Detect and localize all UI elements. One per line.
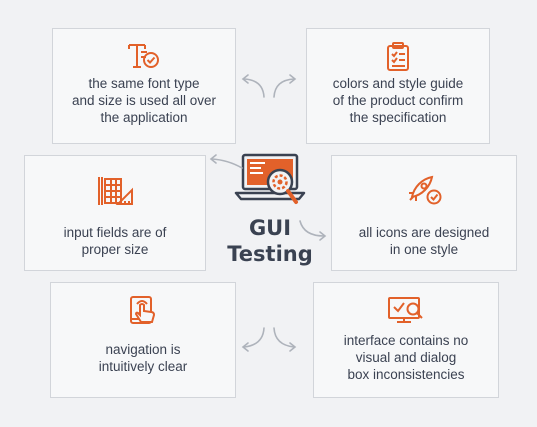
monitor-inspect-icon [388,297,423,323]
grid-ruler-icon [98,177,133,205]
rocket-check-icon [409,175,442,205]
card-font-text: the same font type and size is used all … [71,76,217,125]
arrow-left-middle-icon [209,154,243,169]
font-check-icon [128,44,159,68]
laptop-gear-magnifier-icon [234,153,306,204]
card-input-fields: input fields are of proper size [24,155,206,271]
tablet-tap-icon [130,296,156,324]
card-input-fields-text: input fields are of proper size [63,225,167,257]
card-style-guide-text: colors and style guide of the product co… [332,76,464,125]
arrow-right-middle-icon [299,220,327,241]
card-navigation-text: navigation is intuitively clear [98,342,188,374]
card-navigation: navigation is intuitively clear [50,282,236,398]
card-interface-consistency: interface contains no visual and dialog … [313,282,499,398]
arrow-left-top-icon [241,74,265,98]
arrow-right-bottom-icon [273,327,297,352]
clipboard-checklist-icon [387,42,409,71]
card-icons-style: all icons are designed in one style [331,155,517,271]
arrow-right-top-icon [273,74,297,98]
card-style-guide: colors and style guide of the product co… [306,28,490,144]
card-icons-text: all icons are designed in one style [358,225,490,257]
center-title: GUI Testing [227,216,313,266]
card-interface-text: interface contains no visual and dialog … [343,333,469,382]
card-font-consistency: the same font type and size is used all … [52,28,236,144]
arrow-left-bottom-icon [241,327,265,352]
